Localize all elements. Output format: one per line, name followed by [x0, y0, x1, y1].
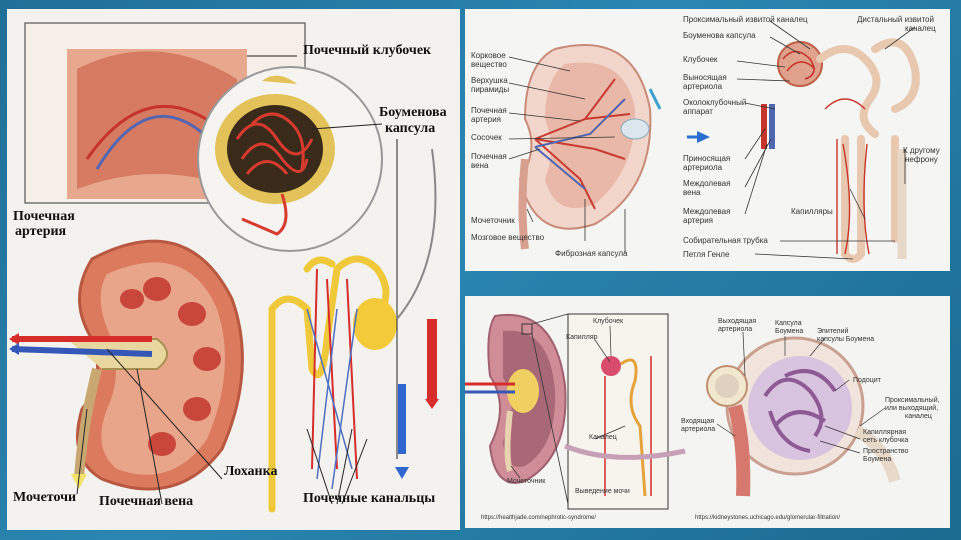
- label-afferent-2: артериола: [683, 163, 723, 172]
- leader-lines-br: [510, 325, 886, 479]
- label-juxta-1: Околоклубочный: [683, 98, 747, 107]
- label-renal-artery-1: Почечная: [13, 209, 75, 224]
- label-bowman-capsule-tr: Боуменова капсула: [683, 31, 756, 40]
- flow-arrow: [396, 148, 437, 320]
- label-urine-excretion: Выведение мочи: [575, 488, 630, 495]
- label-efferent-1: Выносящая: [683, 73, 727, 82]
- nephron-tubules: [268, 255, 390, 513]
- interlobar-vein: [769, 104, 775, 149]
- label-ureter-tr: Мочеточник: [471, 216, 515, 225]
- leader-lines-tr: [508, 20, 916, 260]
- label-interlobar-artery-1: Междолевая: [683, 207, 731, 216]
- label-tubule: Каналец: [589, 434, 617, 441]
- arrow-to-nephron: [697, 131, 710, 143]
- label-glomerulus-tr: Клубочек: [683, 55, 718, 64]
- label-renal-vein: Почечная вена: [99, 494, 194, 509]
- panel-glomerulus-detail: Клубочек Капилляр Каналец Мочеточник Выв…: [465, 296, 950, 528]
- peritubular-capillaries: [311, 268, 358, 480]
- label-cortex-1: Корковое: [471, 51, 506, 60]
- label-capsule-1: Капсула: [775, 320, 802, 327]
- leader-lines: [76, 55, 398, 505]
- label-glomerulus-br: Клубочек: [593, 318, 624, 325]
- label-capillary-net-2: сеть клубочка: [863, 437, 909, 444]
- ureter-tube: [518, 158, 529, 250]
- label-interlobar-vein-2: вена: [683, 188, 701, 197]
- label-afferent-1: Приносящая: [683, 154, 731, 163]
- label-proximal-br-1: Проксимальный,: [885, 397, 940, 404]
- kidney-overview-illustration: [9, 22, 439, 513]
- afferent-arteriole: [728, 404, 751, 497]
- label-renal-vein-tr-1: Почечная: [471, 152, 507, 161]
- interlobar-artery: [761, 104, 767, 149]
- label-ureter: Мочеточи: [13, 490, 77, 505]
- kidney-inner: [545, 62, 636, 209]
- label-fibrous-capsule: Фиброзная капсула: [555, 249, 628, 258]
- label-capillary: Капилляр: [566, 334, 598, 341]
- label-glomerulus: Почечный клубочек: [303, 43, 432, 58]
- label-epithelium-2: капсулы Боумена: [817, 336, 875, 343]
- label-juxta-2: аппарат: [683, 107, 713, 116]
- inset-lobe: [77, 51, 237, 189]
- glomerulus-loops: [235, 112, 314, 236]
- zoom-box: [567, 313, 669, 510]
- label-other-nephron-1: К другому: [903, 146, 940, 155]
- label-space-1: Пространство: [863, 448, 909, 455]
- panel-kidney-overview: Почечный клубочек Боуменова капсула Поче…: [7, 9, 460, 530]
- label-pyramid-apex-1: Верхушка: [471, 76, 508, 85]
- nephron-capillaries: [824, 98, 870, 255]
- ureter-br: [504, 410, 513, 472]
- panel-nephron-detail: Корковое вещество Верхушка пирамиды Поче…: [465, 9, 950, 271]
- label-afferent-br-2: артериола: [681, 426, 716, 433]
- label-proximal-br-3: каналец: [905, 413, 932, 420]
- label-medulla: Мозговое вещество: [471, 233, 545, 242]
- glomerulus-ball: [777, 41, 823, 87]
- zoom-glomerulus: [601, 356, 621, 376]
- source-url-right[interactable]: https://kidneystones.uchicago.edu/glomer…: [695, 515, 841, 521]
- label-collecting-duct: Собирательная трубка: [683, 236, 768, 245]
- label-efferent-br-2: артериола: [718, 326, 753, 333]
- proximal-tubule-br: [853, 425, 901, 483]
- label-interlobar-vein-1: Междолевая: [683, 179, 731, 188]
- label-efferent-2: артериола: [683, 82, 723, 91]
- label-tubules: Почечные канальцы: [303, 491, 436, 506]
- label-bowman-2: капсула: [385, 121, 436, 136]
- source-url-left[interactable]: https://healthjade.com/nephrotic-syndrom…: [481, 515, 597, 521]
- label-distal-tubule-1: Дистальный извитой: [857, 15, 934, 24]
- label-ureter-br: Мочеточник: [507, 478, 546, 485]
- label-cortex-2: вещество: [471, 60, 507, 69]
- label-pyramid-apex-2: пирамиды: [471, 85, 510, 94]
- renal-vein-line: [11, 346, 153, 357]
- label-efferent-br-1: Выходящая: [718, 318, 757, 325]
- tubule-capsule: [353, 298, 397, 350]
- label-interlobar-artery-2: артерия: [683, 216, 713, 225]
- capillary-loops: [763, 369, 837, 453]
- kidney-pyramids: [120, 277, 221, 456]
- label-loop-of-henle: Петля Генле: [683, 250, 730, 259]
- label-capillary-net-1: Капиллярная: [863, 429, 907, 436]
- label-bowman-1: Боуменова: [379, 105, 447, 120]
- zoom-tubule: [620, 358, 647, 497]
- label-podocyte: Подоцит: [853, 377, 881, 384]
- label-pelvis: Лоханка: [224, 464, 278, 479]
- label-proximal-tubule: Проксимальный извитой каналец: [683, 15, 808, 24]
- label-capillaries: Капилляры: [791, 207, 833, 216]
- label-renal-artery-tr-1: Почечная: [471, 106, 507, 115]
- label-renal-artery-2: артерия: [15, 224, 67, 239]
- label-other-nephron-2: нефрону: [905, 155, 938, 164]
- label-distal-tubule-2: каналец: [905, 24, 936, 33]
- label-epithelium-1: Эпителий: [817, 328, 849, 335]
- label-renal-vein-tr-2: вена: [471, 161, 489, 170]
- glomerulus-illustration: [465, 313, 901, 510]
- label-proximal-br-2: или выходящий,: [885, 405, 939, 412]
- kidney-pelvis-shape: [507, 369, 539, 413]
- label-capsule-2: Боумена: [775, 328, 804, 335]
- label-space-2: Боумена: [863, 456, 892, 463]
- nephron-illustration: [508, 20, 920, 263]
- label-papilla: Сосочек: [471, 133, 502, 142]
- label-renal-artery-tr-2: артерия: [471, 115, 501, 124]
- label-afferent-br-1: Входящая: [681, 418, 715, 425]
